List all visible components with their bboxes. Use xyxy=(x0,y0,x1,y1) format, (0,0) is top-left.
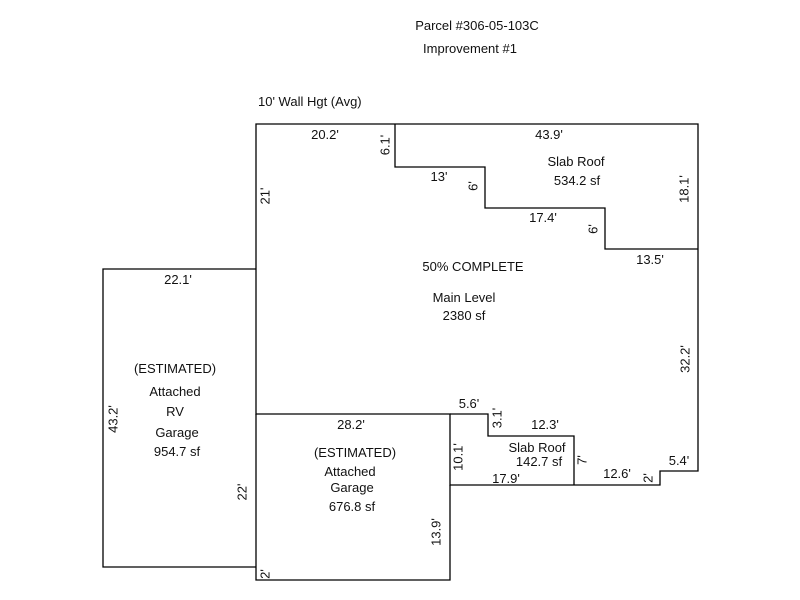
garage-outline xyxy=(255,414,451,581)
rv-garage-line2: Attached xyxy=(149,384,200,399)
dim-step2-v: 6' xyxy=(465,181,480,191)
dim-small-bottom: 17.9' xyxy=(492,471,520,486)
dim-rv-top: 22.1' xyxy=(164,272,192,287)
dim-rv-left-v: 43.2' xyxy=(105,405,120,433)
slab-roof-small-outline xyxy=(450,413,575,485)
sketch-outlines xyxy=(102,123,699,581)
dim-step3-v: 6' xyxy=(585,224,600,234)
garage-area: 676.8 sf xyxy=(329,499,376,514)
dim-garage-lower-v: 13.9' xyxy=(428,518,443,546)
rv-garage-line4: Garage xyxy=(155,425,198,440)
dim-step4-h: 13.5' xyxy=(636,252,664,267)
dim-step1-v: 6.1' xyxy=(377,135,392,156)
dim-left-main-v: 21' xyxy=(257,188,272,205)
garage-line3: Garage xyxy=(330,480,373,495)
dim-top-left: 20.2' xyxy=(311,127,339,142)
dim-tiny-v: 2' xyxy=(640,473,655,483)
dim-step2-h: 13' xyxy=(431,169,448,184)
dim-right-step: 5.4' xyxy=(669,453,690,468)
dim-garage-right-v: 10.1' xyxy=(450,443,465,471)
slab-roof-small-area: 142.7 sf xyxy=(516,454,563,469)
wall-height-label: 10' Wall Hgt (Avg) xyxy=(258,94,362,109)
dim-right-bottom-h: 12.6' xyxy=(603,466,631,481)
rv-garage-estimated: (ESTIMATED) xyxy=(134,361,216,376)
main-level-outline xyxy=(255,123,699,486)
dim-right-top-v: 18.1' xyxy=(676,175,691,203)
slab-roof-small-name: Slab Roof xyxy=(508,440,565,455)
completion-status: 50% COMPLETE xyxy=(422,259,523,274)
slab-roof-top-outline xyxy=(394,124,698,250)
garage-line2: Attached xyxy=(324,464,375,479)
dim-small-v: 7' xyxy=(574,455,589,465)
rv-garage-outline xyxy=(102,268,256,568)
dim-rv-right-v: 22' xyxy=(234,484,249,501)
main-level-area: 2380 sf xyxy=(443,308,486,323)
slab-roof-top-name: Slab Roof xyxy=(547,154,604,169)
slab-roof-top-area: 534.2 sf xyxy=(554,173,601,188)
improvement-label: Improvement #1 xyxy=(423,41,517,56)
dim-garage-top: 28.2' xyxy=(337,417,365,432)
parcel-number: Parcel #306-05-103C xyxy=(415,18,539,33)
dim-bottom-left-v: 2' xyxy=(257,569,272,579)
dim-small-top: 12.3' xyxy=(531,417,559,432)
dim-notch-v: 3.1' xyxy=(489,408,504,429)
rv-garage-line3: RV xyxy=(166,404,184,419)
dim-right-mid-v: 32.2' xyxy=(677,345,692,373)
garage-estimated: (ESTIMATED) xyxy=(314,445,396,460)
rv-garage-area: 954.7 sf xyxy=(154,444,201,459)
dim-notch-h: 5.6' xyxy=(459,396,480,411)
dim-top-right: 43.9' xyxy=(535,127,563,142)
main-level-name: Main Level xyxy=(433,290,496,305)
dim-step3-h: 17.4' xyxy=(529,210,557,225)
